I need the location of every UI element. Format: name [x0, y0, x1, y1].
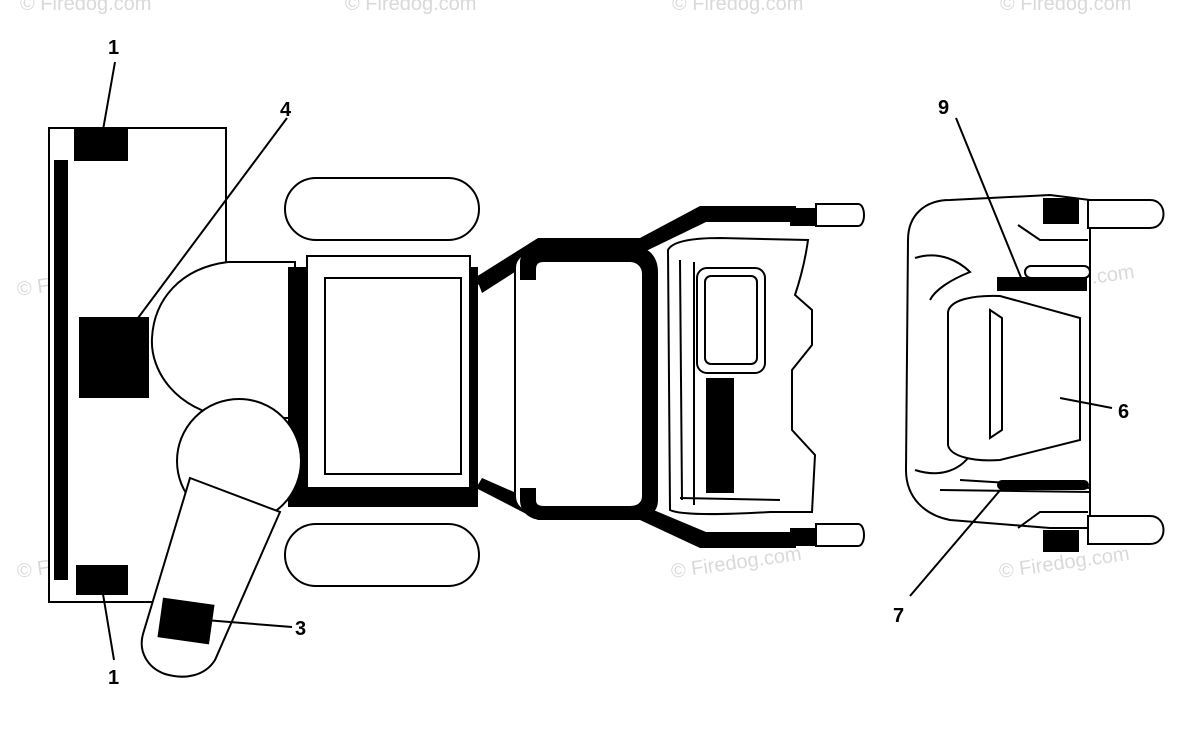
decal-9: [997, 277, 1087, 291]
leader-3: [204, 619, 293, 628]
rear-handle-bottom: [1087, 515, 1165, 545]
bucket-cutting-edge: [54, 160, 68, 580]
hood-panel: [324, 277, 462, 475]
decal-3: [157, 597, 215, 645]
machine-top-view: [48, 127, 865, 678]
rear-view-line: [1017, 224, 1088, 241]
seat-cushion: [704, 275, 758, 365]
leader-1-top: [102, 61, 116, 131]
rear-view-line: [939, 489, 1091, 493]
rear-hood: [947, 294, 1081, 462]
rear-decal-strip: [706, 378, 734, 493]
rear-lever-bottom-grip: [790, 528, 816, 546]
rear-view-contour: [914, 254, 972, 301]
rear-body-line: [679, 259, 683, 501]
leader-1-bottom: [102, 593, 115, 661]
hood-handle: [989, 308, 1003, 440]
rear-handle-bottom-band: [1043, 530, 1079, 552]
front-wheel-top: [284, 177, 480, 241]
callout-3: 3: [295, 618, 306, 640]
front-wheel-bottom: [284, 523, 480, 587]
rear-view-contour: [914, 457, 969, 475]
seat-platform: [514, 249, 653, 515]
watermark: © Firedog.com: [1000, 0, 1131, 15]
rear-lever-top-grip: [790, 208, 816, 226]
decal-4: [79, 317, 149, 398]
leader-7: [909, 487, 1003, 597]
callout-1-top: 1: [108, 37, 119, 59]
decal-1-bottom: [76, 565, 128, 595]
watermark: © Firedog.com: [20, 0, 151, 15]
watermark: © Firedog.com: [345, 0, 476, 15]
leader-9: [955, 117, 1023, 281]
rear-handle-top: [1087, 199, 1165, 229]
leader-6: [1059, 397, 1113, 409]
rear-lever-bottom-handle: [815, 523, 865, 547]
rear-body-line: [679, 497, 781, 501]
rear-lever-top-handle: [815, 203, 865, 227]
callout-1-bottom: 1: [108, 667, 119, 689]
callout-9: 9: [938, 97, 949, 119]
watermark: © Firedog.com: [672, 0, 803, 15]
callout-numbers: 1 1 4 3 9 6 7: [108, 37, 1129, 689]
rear-handle-top-band: [1043, 198, 1079, 224]
decal-7: [997, 480, 1089, 490]
rear-view-line: [1017, 511, 1088, 529]
machine-rear-view: [904, 193, 1165, 552]
decal-9-slot: [1024, 265, 1091, 279]
watermark: © Firedog.com: [670, 543, 803, 583]
seat-frame: [520, 246, 658, 520]
callout-leaders: [102, 61, 1113, 661]
callout-7: 7: [893, 605, 904, 627]
leader-4: [137, 117, 288, 319]
decal-1-top: [74, 129, 128, 161]
callout-4: 4: [280, 99, 292, 121]
callout-6: 6: [1118, 401, 1129, 423]
